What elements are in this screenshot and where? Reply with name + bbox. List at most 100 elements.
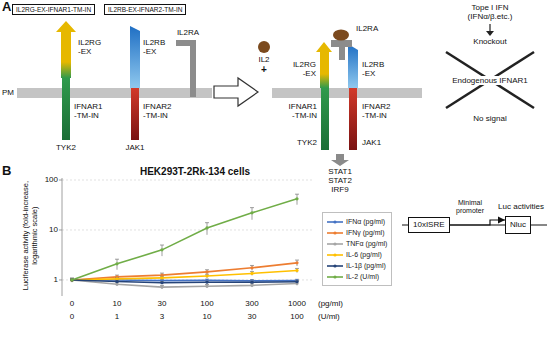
data-series — [70, 278, 299, 284]
domain-label: IFNAR2 -TM-IN — [143, 102, 175, 120]
kinase-label: TYK2 — [297, 138, 317, 147]
legend-marker — [333, 264, 336, 267]
legend-line — [327, 232, 343, 234]
tick-label: 10 — [203, 312, 212, 321]
construct-box: IL2RB-EX-IFNAR2-TM-IN — [104, 4, 186, 15]
legend-text: TNFα (pg/ml) — [346, 240, 387, 247]
series-marker — [115, 283, 118, 286]
legend-line — [327, 276, 343, 278]
error-cap — [250, 265, 254, 266]
error-cap — [205, 269, 209, 270]
legend-sample — [327, 240, 343, 248]
series-marker — [70, 278, 73, 281]
promoter-label: Minimal promoter — [454, 199, 486, 215]
chain-label: IL2RG -EX — [289, 60, 316, 78]
plasma-membrane — [17, 88, 212, 98]
series-marker — [250, 284, 253, 287]
legend-sample — [327, 251, 343, 259]
legend-row: IL-1β (pg/ml) — [327, 260, 387, 271]
plus-sign: + — [261, 64, 267, 76]
construct-box: IL2RG-EX-IFNAR1-TM-IN — [12, 4, 95, 15]
tick-label: 10 — [49, 225, 58, 234]
error-cap — [160, 273, 164, 274]
il2rg-ectodomain — [56, 21, 76, 62]
promoter-arrow — [450, 220, 505, 225]
tick-label: 30 — [248, 312, 257, 321]
legend-marker — [333, 275, 336, 278]
signal-arrow — [331, 154, 349, 166]
series-marker — [160, 281, 163, 284]
gridline — [62, 229, 312, 230]
panel-letter: B — [2, 164, 11, 179]
error-cap — [205, 222, 209, 223]
kinase-label: JAK1 — [362, 138, 381, 147]
legend-text: IL-6 (pg/ml) — [346, 251, 382, 258]
legend-line — [327, 221, 343, 223]
il2-ligand — [333, 30, 349, 41]
box-text: IL2RG-EX-IFNAR1-TM-IN — [16, 6, 91, 13]
legend-marker — [333, 242, 336, 245]
axis-tick — [59, 229, 62, 230]
cross-mark — [446, 52, 534, 108]
series-marker — [115, 262, 118, 265]
series-marker — [205, 285, 208, 288]
chain-label: IL2RG -EX — [78, 38, 105, 56]
series-marker — [70, 278, 73, 281]
y-axis — [62, 178, 63, 296]
domain-label: IFNAR1 -TM-IN — [74, 102, 106, 120]
legend-line — [327, 254, 343, 256]
transition-arrow — [214, 78, 258, 106]
series-line — [72, 199, 297, 280]
series-marker — [205, 274, 208, 277]
series-line — [72, 270, 297, 280]
series-marker — [205, 281, 208, 284]
il2rb-ectodomain — [348, 44, 358, 88]
ifnar2-tm-in-domain — [349, 88, 357, 150]
series-marker — [295, 280, 298, 283]
knockout-target: Endogenous IFNAR1 — [450, 76, 530, 85]
plasma-membrane — [272, 88, 422, 98]
legend-text: IL-1β (pg/ml) — [346, 262, 386, 269]
chain-label: IL2RA — [177, 28, 199, 37]
error-cap — [250, 207, 254, 208]
legend-line — [327, 243, 343, 245]
legend-line — [327, 265, 343, 267]
tick-label: 100 — [200, 299, 213, 308]
series-line — [72, 263, 297, 280]
unit-label: (pg/ml) — [318, 299, 343, 308]
il2rb-ectodomain — [130, 26, 140, 88]
error-cap — [160, 245, 164, 246]
series-marker — [295, 197, 298, 200]
legend-row: IFNα (pg/ml) — [327, 216, 387, 227]
gridline — [62, 180, 312, 181]
isre-element-box: 10xISRE — [408, 217, 450, 232]
series-marker — [250, 266, 253, 269]
knockout-label: Knockout — [473, 37, 506, 46]
il2rg-ectodomain — [316, 42, 332, 74]
series-marker — [250, 272, 253, 275]
ligand-label: IL2 — [258, 55, 269, 64]
unit-label: (U/ml) — [318, 312, 340, 321]
data-series — [70, 260, 299, 281]
axis-tick — [59, 279, 62, 280]
legend-row: IFNγ (pg/ml) — [327, 227, 387, 238]
series-marker — [70, 278, 73, 281]
series-marker — [160, 276, 163, 279]
il2rg-ectodomain — [61, 62, 71, 78]
tick-label: 10 — [113, 299, 122, 308]
il2ra-receptor — [331, 40, 352, 60]
tick-label: 1000 — [288, 299, 306, 308]
ifnar2-tm-in-domain — [131, 88, 139, 140]
legend-row: IL-6 (pg/ml) — [327, 249, 387, 260]
legend-text: IL-2 (U/ml) — [346, 273, 379, 280]
result-note: No signal — [473, 114, 506, 123]
legend-text: IFNγ (pg/ml) — [346, 229, 385, 236]
tick-label: 1 — [54, 275, 58, 284]
series-marker — [205, 226, 208, 229]
legend-sample — [327, 262, 343, 270]
tick-label: 100 — [45, 175, 58, 184]
box-text: IL2RB-EX-IFNAR2-TM-IN — [108, 6, 182, 13]
tick-label: 0 — [70, 312, 74, 321]
readout-label: Luc activities — [498, 202, 544, 211]
